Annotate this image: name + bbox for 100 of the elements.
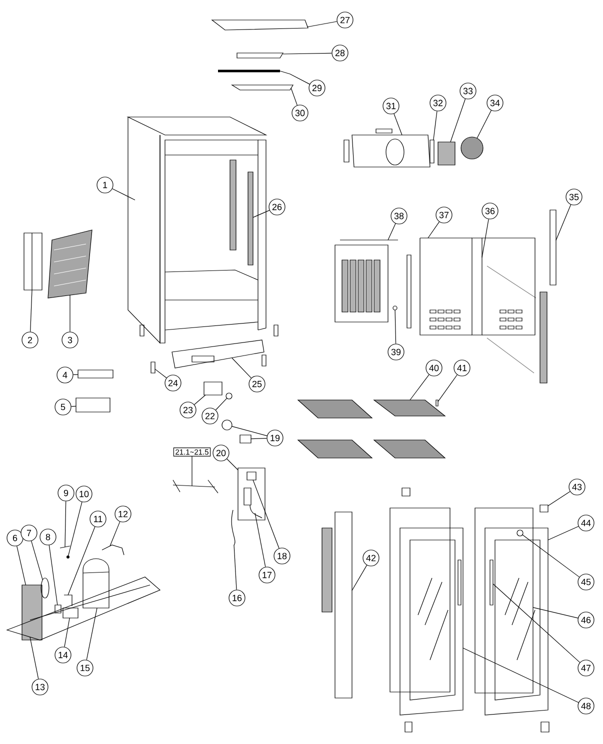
leader-line: [215, 398, 228, 410]
callout-number: 44: [578, 514, 594, 532]
leader-line: [252, 210, 270, 218]
callout-number: 38: [390, 208, 408, 224]
door-frame: [474, 508, 534, 694]
leader-line: [522, 534, 580, 578]
leader-line: [352, 564, 368, 591]
leader-line: [254, 512, 266, 568]
callout-number: 10: [76, 486, 92, 502]
screw: [392, 306, 398, 310]
tube-drawing: [64, 594, 72, 606]
hinge: [540, 504, 548, 512]
callout-number: 22: [202, 408, 218, 424]
callout-number: 19: [266, 430, 284, 446]
callout-number: 41: [454, 360, 470, 376]
heater-drawing: [218, 70, 290, 74]
callout-number: 13: [32, 678, 48, 696]
leader-line: [394, 113, 402, 136]
grille-drawing: [172, 340, 264, 368]
leader-line: [73, 374, 78, 376]
power-cord-drawing: [231, 510, 236, 546]
leader-line: [226, 458, 238, 470]
leader-line: [462, 648, 579, 703]
leader-line: [112, 188, 136, 200]
leader-line: [31, 540, 43, 580]
screw: [66, 556, 70, 558]
handle: [490, 560, 494, 606]
callout-number: 11: [90, 510, 106, 528]
callout-number: 4: [56, 366, 74, 384]
leader-line: [290, 74, 310, 84]
callout-number: 32: [430, 94, 446, 112]
callout-number: 3: [62, 332, 78, 348]
leader-line: [154, 368, 167, 378]
leader-line: [70, 406, 76, 407]
leader-line: [194, 394, 206, 405]
callout-number: 42: [362, 550, 380, 566]
leader-line: [232, 358, 252, 378]
door-post: [334, 512, 352, 698]
leader-line: [30, 290, 32, 332]
foot: [150, 362, 156, 374]
callout-number: 24: [164, 374, 182, 392]
compressor-drawing: [82, 558, 110, 608]
callout-number: 27: [336, 12, 354, 28]
leader-line: [548, 526, 579, 540]
callout-number: 23: [180, 402, 196, 418]
leader-line: [68, 526, 96, 596]
callout-number: 29: [308, 80, 326, 96]
rear-panel-drawing: [420, 238, 536, 336]
callout-number: 34: [486, 94, 504, 112]
leader-line: [394, 310, 396, 344]
leader-line: [482, 218, 489, 258]
leader-line: [232, 426, 268, 436]
side-strip: [550, 210, 556, 286]
screw: [436, 400, 438, 406]
leader-line: [30, 636, 39, 680]
bracket-drawing: [24, 232, 42, 290]
leader-line: [556, 204, 572, 241]
callout-number: 18: [274, 548, 290, 564]
sensor-probe: [222, 420, 232, 430]
callout-number: 2: [22, 332, 38, 348]
callout-number: 7: [20, 524, 38, 542]
trim-strip-drawing: [236, 52, 284, 58]
leader-line: [433, 110, 438, 140]
fan-plate-drawing: [352, 128, 430, 168]
relay: [54, 604, 62, 614]
callout-number: 5: [54, 398, 72, 416]
leader-line: [64, 501, 66, 548]
leader-line: [388, 223, 396, 240]
fan-motor: [438, 142, 456, 166]
tray: [76, 398, 110, 412]
pin-drawing: [60, 546, 70, 548]
door-drawing: [484, 528, 548, 716]
leader-line: [306, 21, 338, 28]
callout-number: 36: [482, 202, 498, 220]
callout-number: 16: [228, 590, 246, 606]
callout-number: 25: [248, 376, 266, 392]
hinge-pin: [516, 530, 524, 536]
callout-number: 28: [332, 44, 348, 62]
leader-line: [282, 52, 332, 54]
tube-drawing: [102, 544, 124, 556]
knob: [226, 392, 232, 400]
callout-number: 43: [568, 478, 586, 496]
callout-number: 12: [114, 506, 132, 522]
fan-guard: [460, 136, 484, 160]
leader-line: [252, 480, 280, 549]
callout-number: 20: [212, 444, 230, 462]
callout-number: 15: [76, 660, 94, 676]
leader-line: [450, 98, 466, 142]
callout-number: 35: [566, 188, 582, 206]
callout-number: 48: [578, 698, 594, 714]
leader-line: [68, 502, 82, 556]
callout-number: 33: [460, 82, 476, 100]
thermostat: [204, 382, 222, 396]
leader-line: [290, 88, 298, 106]
leader-line: [532, 607, 578, 618]
leader-line: [16, 546, 26, 586]
callout-number: 40: [426, 360, 442, 376]
door-drawing: [400, 528, 464, 716]
callout-number: 14: [54, 646, 72, 664]
gasket: [430, 140, 434, 164]
